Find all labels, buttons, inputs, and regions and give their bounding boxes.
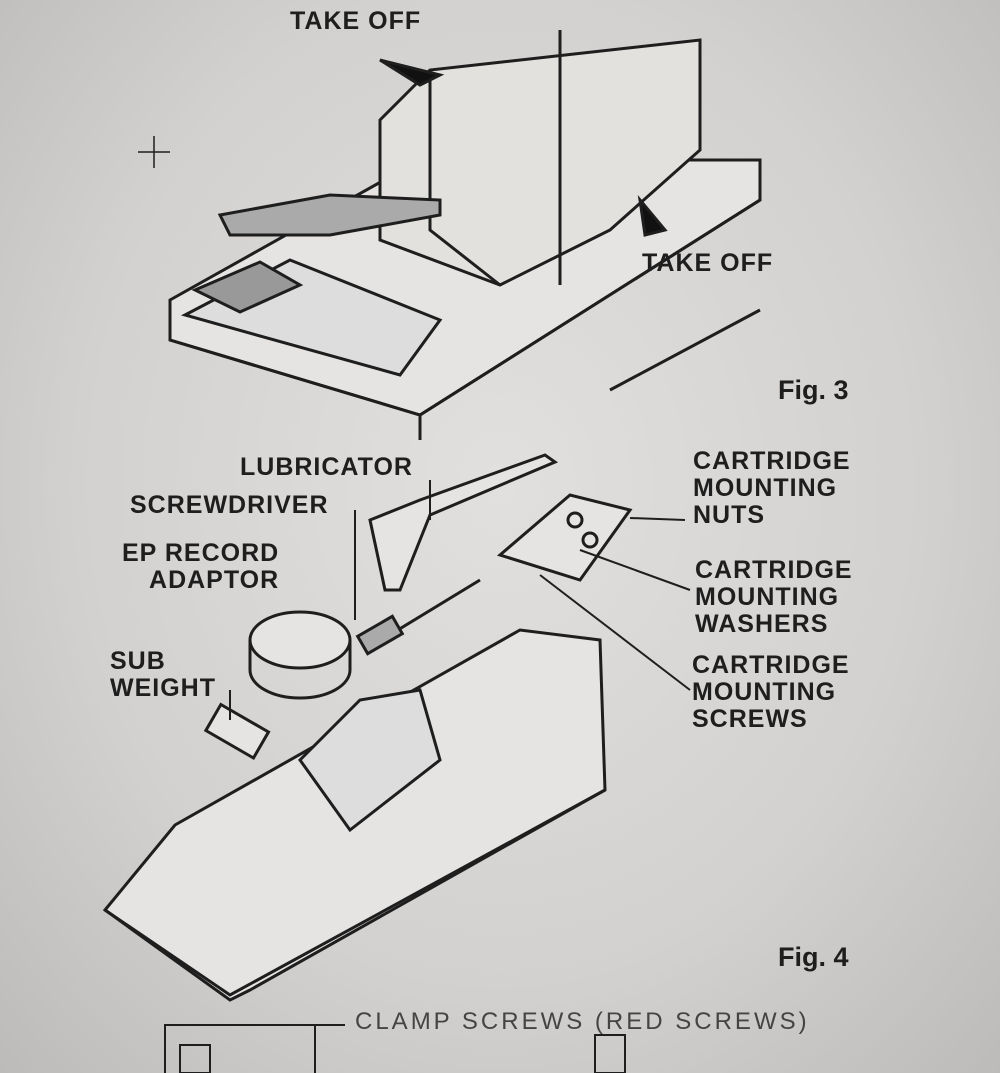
label-line: NUTS [693, 501, 766, 529]
label-line: EP RECORD [122, 539, 280, 567]
cartridge-washers-label: CARTRIDGE MOUNTING WASHERS [695, 557, 853, 638]
lubricator-label: LUBRICATOR [240, 453, 413, 481]
take-off-label-right: TAKE OFF [642, 249, 774, 277]
cartridge-screws-label: CARTRIDGE MOUNTING SCREWS [692, 652, 850, 733]
label-line: CARTRIDGE [693, 447, 851, 475]
fig3-caption: Fig. 3 [778, 375, 849, 405]
clamp-screws-label: CLAMP SCREWS (RED SCREWS) [355, 1008, 810, 1035]
label-line: ADAPTOR [149, 566, 280, 594]
label-line: WASHERS [695, 610, 829, 638]
label-line: MOUNTING [695, 583, 840, 611]
label-line: MOUNTING [693, 474, 838, 502]
label-line: CARTRIDGE [695, 556, 853, 584]
fig5-clamp-drawing [164, 1024, 626, 1073]
sub-weight-label: SUB WEIGHT [110, 648, 216, 702]
label-line: SCREWS [692, 705, 808, 733]
fig4-accessories-drawing [102, 453, 691, 1002]
cartridge-nuts-label: CARTRIDGE MOUNTING NUTS [693, 448, 851, 529]
label-line: MOUNTING [692, 678, 837, 706]
fig4-caption: Fig. 4 [778, 942, 849, 972]
crosshair-mark [138, 136, 170, 168]
label-line: WEIGHT [110, 674, 216, 702]
take-off-label-top: TAKE OFF [290, 7, 422, 35]
label-line: SUB [110, 647, 166, 675]
label-line: CARTRIDGE [692, 651, 850, 679]
fig3-turntable-drawing [168, 30, 762, 440]
ep-record-adaptor-label: EP RECORD ADAPTOR [122, 540, 279, 594]
screwdriver-label: SCREWDRIVER [130, 491, 329, 519]
